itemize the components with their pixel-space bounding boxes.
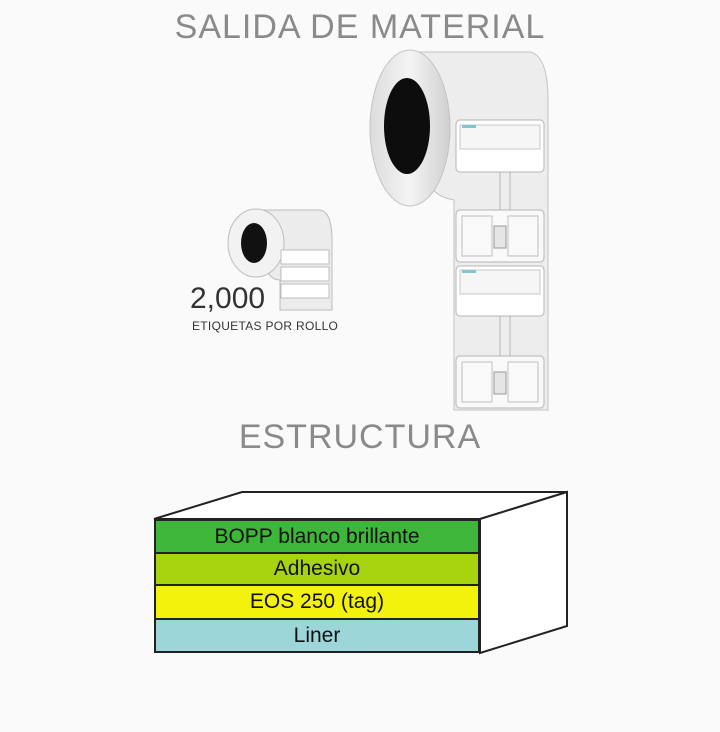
output-title: SALIDA DE MATERIAL	[174, 8, 546, 46]
large-roll-icon	[369, 49, 549, 411]
label-count-caption: ETIQUETAS POR ROLLO	[192, 319, 339, 333]
layer-eos-tag: EOS 250 (tag)	[154, 584, 480, 620]
structure-title: ESTRUCTURA	[238, 418, 482, 456]
layer-label: EOS 250 (tag)	[249, 590, 385, 613]
layer-label: Adhesivo	[273, 557, 361, 580]
layer-liner: Liner	[154, 618, 480, 653]
layer-adhesive: Adhesivo	[154, 552, 480, 586]
layer-bopp: BOPP blanco brillante	[154, 519, 480, 554]
layer-label: Liner	[293, 623, 341, 647]
structure-block-3d	[153, 490, 568, 655]
layer-label: BOPP blanco brillante	[214, 524, 420, 548]
small-roll-icon	[227, 208, 333, 311]
label-count: 2,000	[190, 282, 266, 315]
